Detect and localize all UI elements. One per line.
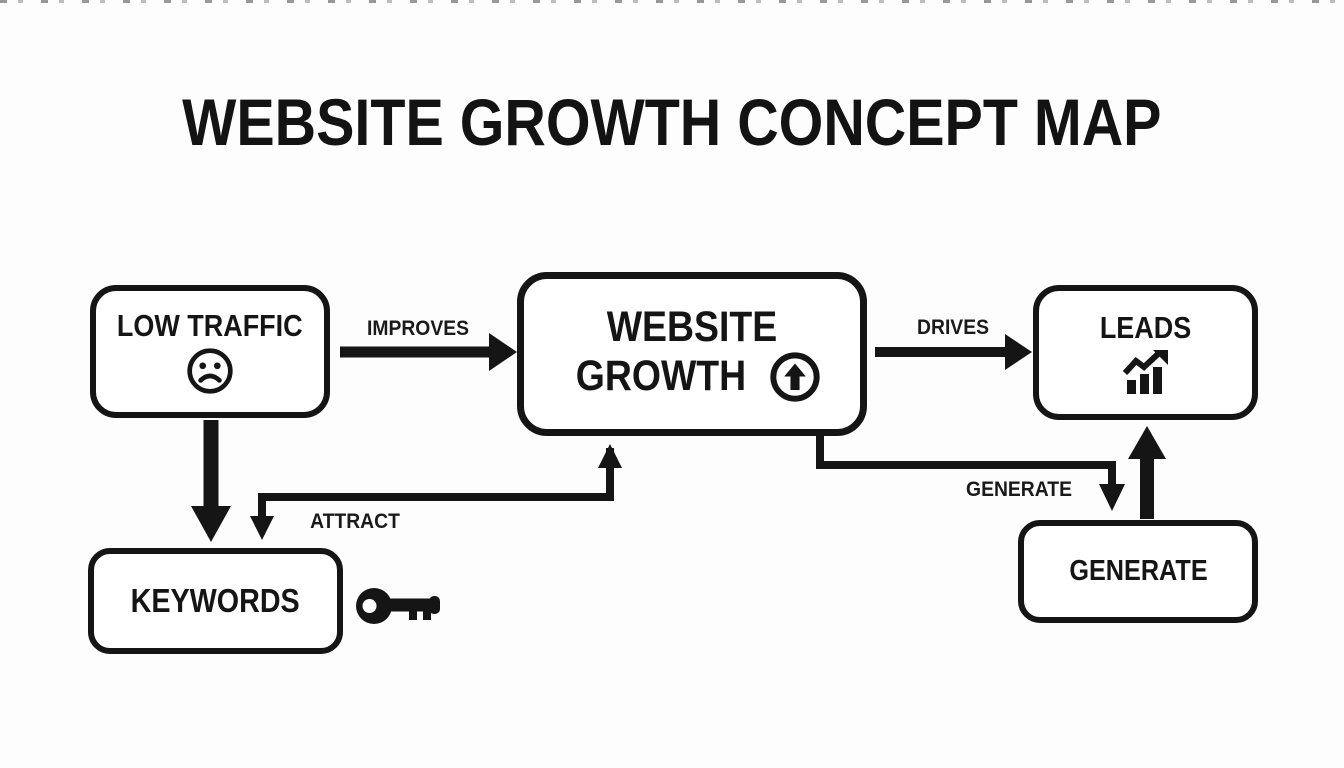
key-icon-wrap xyxy=(353,582,445,630)
node-keywords: KEYWORDS xyxy=(88,548,343,654)
low-traffic-to-keywords-arrow xyxy=(191,420,231,542)
node-generate: GENERATE xyxy=(1018,520,1258,623)
generate-elbow-arrow xyxy=(816,436,1125,511)
edge-label-drives: DRIVES xyxy=(917,316,989,339)
website-growth-line2: GROWTH xyxy=(563,351,821,403)
sad-face-icon xyxy=(187,347,233,394)
edge-label-generate: GENERATE xyxy=(966,478,1072,501)
key-icon xyxy=(356,588,440,624)
edge-label-attract: ATTRACT xyxy=(310,510,400,533)
top-edge-artifact xyxy=(0,0,1344,3)
page-title: WEBSITE GROWTH CONCEPT MAP xyxy=(0,84,1344,160)
arrow-up-circle-icon xyxy=(770,352,820,402)
edge-label-improves: IMPROVES xyxy=(367,317,469,340)
website-growth-line1: WEBSITE xyxy=(606,303,778,352)
drives-arrow xyxy=(875,334,1032,370)
page-title-text: WEBSITE GROWTH CONCEPT MAP xyxy=(182,85,1162,159)
node-website-growth: WEBSITE GROWTH xyxy=(517,272,867,436)
node-leads: LEADS xyxy=(1033,285,1258,420)
improves-arrow xyxy=(340,333,517,371)
low-traffic-label: LOW TRAFFIC xyxy=(117,307,303,343)
trending-bar-chart-icon xyxy=(1122,350,1168,394)
keywords-label: KEYWORDS xyxy=(130,582,301,619)
attract-elbow-arrow xyxy=(250,444,622,540)
node-low-traffic: LOW TRAFFIC xyxy=(90,285,330,418)
leads-label: LEADS xyxy=(1099,310,1192,345)
generate-to-leads-arrow xyxy=(1128,426,1166,519)
website-growth-line2-text: GROWTH xyxy=(575,351,747,400)
generate-label: GENERATE xyxy=(1068,555,1208,587)
